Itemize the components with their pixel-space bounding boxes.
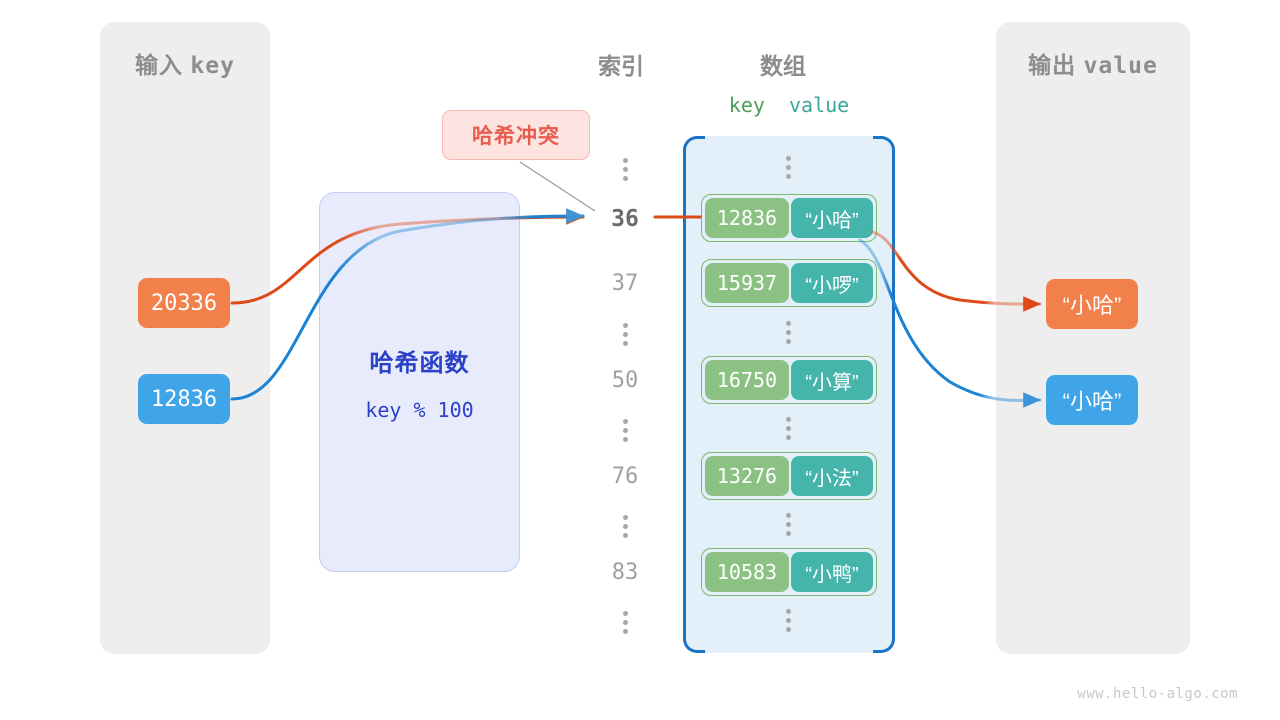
bucket-value-50: “小算” (791, 360, 873, 400)
bucket-key-50: 16750 (705, 360, 789, 400)
array-bracket-left (683, 136, 705, 653)
value-header-label: value (789, 93, 850, 117)
key-header-label: key (728, 93, 765, 117)
index-label-36: 36 (611, 206, 639, 232)
watermark: www.hello-algo.com (1077, 686, 1238, 702)
output-panel-title-cn: 输出 (1028, 52, 1077, 78)
output-value-0: “小哈” (1046, 279, 1138, 329)
index-label-37: 37 (611, 271, 639, 296)
index-column-header: 索引 (598, 53, 644, 79)
array-column-header: 数组 (760, 53, 806, 79)
bucket-key-76: 13276 (705, 456, 789, 496)
bucket-cell-83: 10583 “小鸭” (701, 548, 877, 596)
index-ellipsis-2 (590, 419, 660, 442)
bucket-cell-76: 13276 “小法” (701, 452, 877, 500)
array-ellipsis-1 (753, 321, 823, 344)
hash-function-box: 哈希函数 key % 100 (319, 192, 520, 572)
index-ellipsis-3 (590, 515, 660, 538)
hash-function-expression: key % 100 (365, 397, 474, 422)
index-ellipsis-0 (590, 158, 660, 181)
array-ellipsis-2 (753, 417, 823, 440)
index-label-50: 50 (611, 368, 639, 393)
array-ellipsis-0 (753, 156, 823, 179)
output-value-1: “小哈” (1046, 375, 1138, 425)
input-panel-title: 输入 key (100, 46, 270, 80)
key-value-header: key value (683, 93, 895, 117)
input-key-0: 20336 (138, 278, 230, 328)
bucket-value-37: “小啰” (791, 263, 873, 303)
index-label-83: 83 (611, 560, 639, 585)
bucket-key-36: 12836 (705, 198, 789, 238)
bucket-cell-36: 12836 “小哈” (701, 194, 877, 242)
index-ellipsis-1 (590, 323, 660, 346)
array-ellipsis-3 (753, 513, 823, 536)
collision-leader-line (519, 161, 596, 212)
bucket-value-76: “小法” (791, 456, 873, 496)
index-label-76: 76 (611, 464, 639, 489)
bucket-cell-50: 16750 “小算” (701, 356, 877, 404)
bucket-cell-37: 15937 “小啰” (701, 259, 877, 307)
bucket-key-37: 15937 (705, 263, 789, 303)
hash-collision-tag: 哈希冲突 (442, 110, 590, 160)
hash-function-title: 哈希函数 (369, 349, 470, 377)
bucket-key-83: 10583 (705, 552, 789, 592)
output-panel: 输出 value (996, 22, 1190, 654)
input-panel-title-cn: 输入 (135, 52, 184, 78)
input-panel: 输入 key (100, 22, 270, 654)
bucket-value-36: “小哈” (791, 198, 873, 238)
output-panel-title-mono: value (1083, 53, 1158, 79)
index-ellipsis-4 (590, 611, 660, 634)
output-panel-title: 输出 value (996, 46, 1190, 80)
input-key-1: 12836 (138, 374, 230, 424)
array-ellipsis-4 (753, 609, 823, 632)
bucket-value-83: “小鸭” (791, 552, 873, 592)
input-panel-title-mono: key (190, 53, 235, 79)
